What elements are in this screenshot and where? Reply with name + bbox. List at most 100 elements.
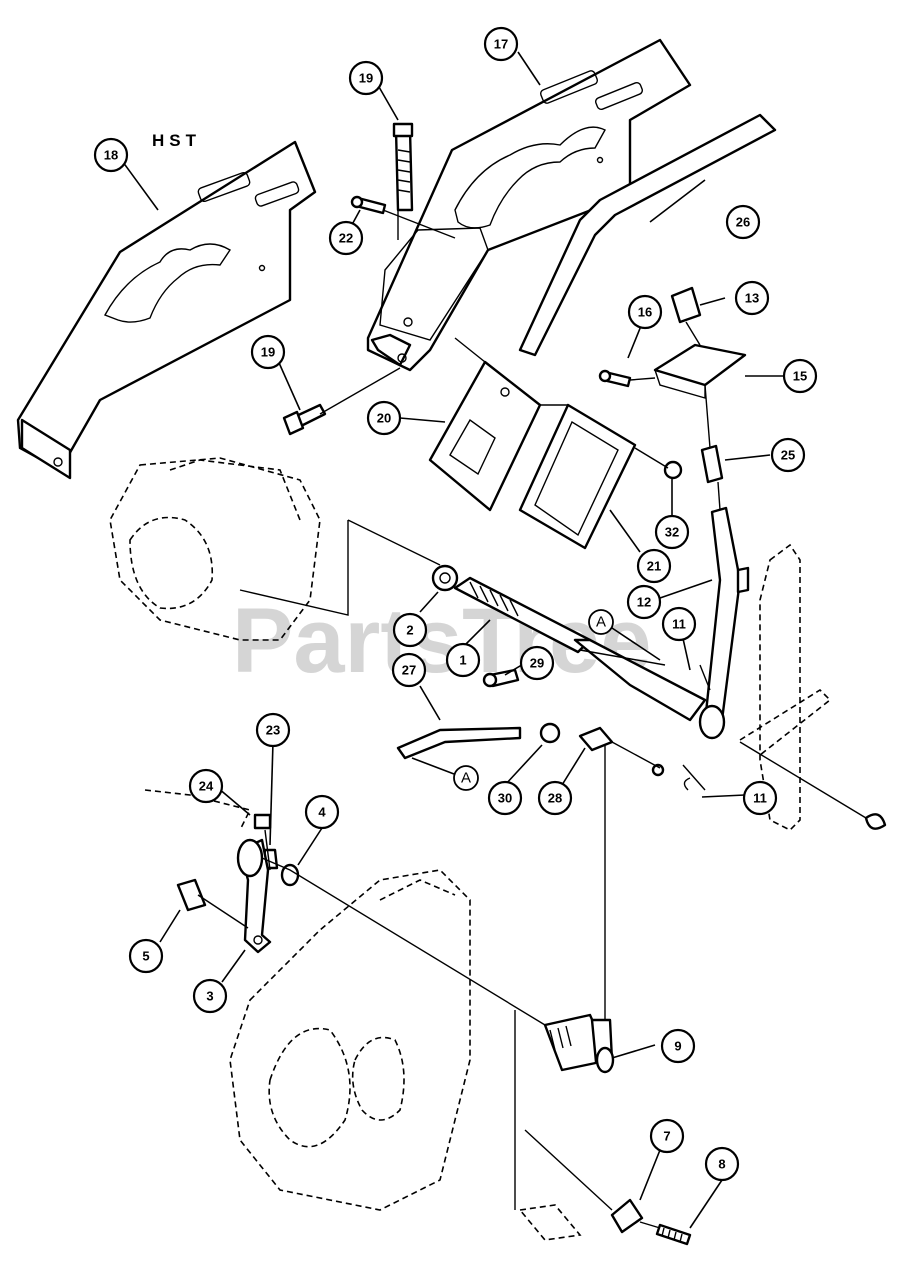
- callout-19-top: 19: [348, 60, 384, 96]
- svg-text:26: 26: [736, 215, 750, 230]
- callout-22: 22: [328, 220, 364, 256]
- assembly-lines: [197, 209, 867, 1229]
- part-12-lever: [703, 506, 750, 724]
- callout-32: 32: [654, 514, 690, 550]
- part-27-rod: [396, 726, 522, 760]
- svg-text:21: 21: [647, 559, 661, 574]
- svg-text:24: 24: [199, 779, 214, 794]
- callout-15: 15: [782, 358, 818, 394]
- svg-text:20: 20: [377, 411, 391, 426]
- part-1-shaft: [453, 576, 726, 740]
- part-17-cover: [366, 38, 692, 372]
- callout-29: 29: [519, 645, 555, 681]
- svg-text:19: 19: [359, 71, 373, 86]
- part-18-hst-cover: [16, 140, 317, 480]
- svg-text:12: 12: [637, 595, 651, 610]
- part-22-screw: [350, 195, 387, 215]
- svg-text:3: 3: [206, 989, 213, 1004]
- part-20-plate: [428, 360, 542, 512]
- part-19-bolt-top: [392, 122, 414, 212]
- callout-9: 9: [660, 1028, 696, 1064]
- svg-text:18: 18: [104, 148, 118, 163]
- svg-text:7: 7: [663, 1129, 670, 1144]
- callout-20: 20: [366, 400, 402, 436]
- part-2-nut: [431, 564, 459, 592]
- callout-3: 3: [192, 978, 228, 1014]
- part-5-block: [176, 878, 207, 912]
- callout-18: 18: [93, 137, 129, 173]
- part-19-bolt-lower: [282, 403, 327, 436]
- part-13-cap: [670, 286, 702, 324]
- reference-a-leader: [411, 757, 455, 775]
- callout-21: 21: [636, 548, 672, 584]
- engine-outline: [109, 457, 321, 831]
- part-26-bar: [518, 113, 777, 357]
- callout-24: 24: [188, 768, 224, 804]
- part-9-shaft: [543, 1013, 615, 1074]
- washer: [651, 763, 887, 830]
- callout-17: 17: [483, 26, 519, 62]
- callout-8: 8: [704, 1146, 740, 1182]
- callout-4: 4: [304, 794, 340, 830]
- reference-a-upper-leader: [611, 627, 661, 661]
- callout-12: 12: [626, 584, 662, 620]
- callout-2: 2: [392, 612, 428, 648]
- part-29-pin: [482, 668, 520, 688]
- frame-outline: [739, 543, 832, 831]
- svg-text:1: 1: [459, 653, 466, 668]
- part-7-plate: [610, 1198, 644, 1234]
- svg-text:17: 17: [494, 37, 508, 52]
- svg-text:5: 5: [142, 949, 149, 964]
- part-21-plate: [518, 403, 637, 550]
- reference-a-upper: A: [588, 609, 614, 635]
- part-8-bolt: [655, 1223, 692, 1246]
- svg-text:11: 11: [672, 617, 686, 632]
- callout-16: 16: [627, 294, 663, 330]
- callout-26: 26: [725, 204, 761, 240]
- svg-text:23: 23: [266, 723, 280, 738]
- callout-19-lower: 19: [250, 334, 286, 370]
- svg-text:30: 30: [498, 791, 512, 806]
- callout-1: 1: [445, 642, 481, 678]
- part-11-clip: [682, 664, 711, 791]
- callout-25: 25: [770, 437, 806, 473]
- svg-text:4: 4: [318, 805, 326, 820]
- svg-text:11: 11: [753, 791, 767, 806]
- svg-text:A: A: [461, 770, 471, 787]
- svg-text:15: 15: [793, 369, 807, 384]
- svg-text:29: 29: [530, 656, 544, 671]
- part-15-bracket: [653, 343, 747, 399]
- part-28-clevis: [578, 726, 614, 752]
- callout-13: 13: [734, 280, 770, 316]
- part-3-arm: [236, 838, 272, 954]
- svg-text:22: 22: [339, 231, 353, 246]
- callout-11-upper: 11: [661, 606, 697, 642]
- callout-30: 30: [487, 780, 523, 816]
- svg-text:A: A: [596, 614, 606, 631]
- callout-28: 28: [537, 780, 573, 816]
- svg-text:19: 19: [261, 345, 275, 360]
- callout-27: 27: [391, 652, 427, 688]
- svg-text:13: 13: [745, 291, 759, 306]
- part-25-grip: [700, 444, 724, 484]
- callout-5: 5: [128, 938, 164, 974]
- diagram-heading: HST: [152, 131, 201, 150]
- callout-11-lower: 11: [742, 780, 778, 816]
- part-24-set-screw: [253, 813, 272, 830]
- part-32-nut: [663, 460, 683, 480]
- transmission-outline: [229, 869, 582, 1241]
- svg-text:9: 9: [674, 1039, 681, 1054]
- svg-text:2: 2: [406, 623, 413, 638]
- svg-text:25: 25: [781, 448, 795, 463]
- svg-text:8: 8: [718, 1157, 725, 1172]
- part-16-screw: [598, 369, 632, 388]
- svg-text:16: 16: [638, 305, 652, 320]
- callout-7: 7: [649, 1118, 685, 1154]
- svg-text:27: 27: [402, 663, 416, 678]
- svg-text:32: 32: [665, 525, 679, 540]
- callout-23: 23: [255, 712, 291, 748]
- part-30-nut: [539, 722, 561, 744]
- svg-text:28: 28: [548, 791, 562, 806]
